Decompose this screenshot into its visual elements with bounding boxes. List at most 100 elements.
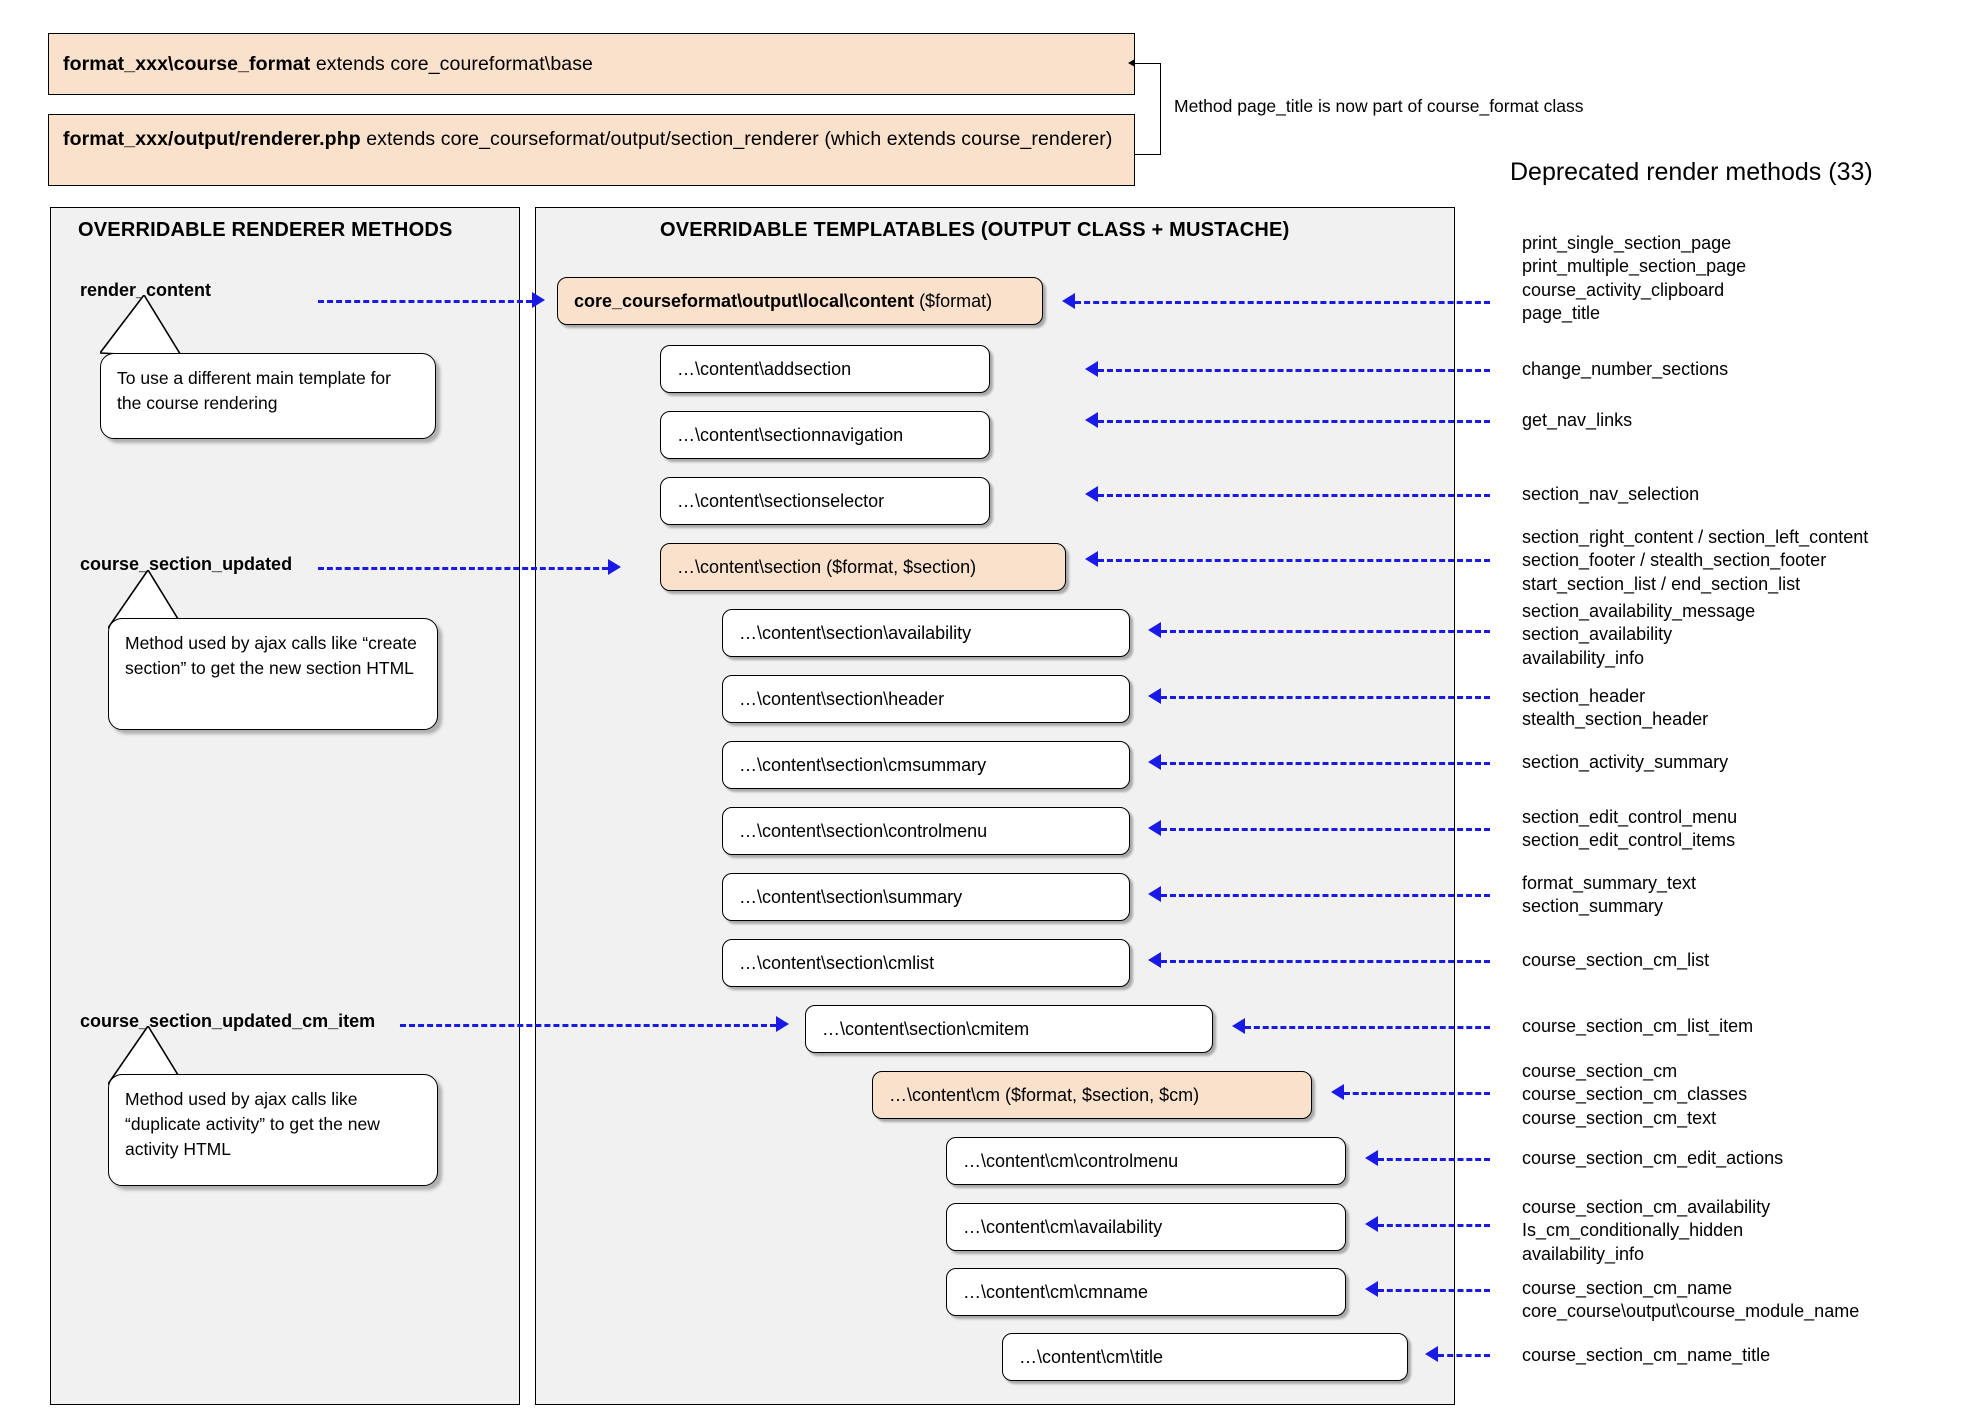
tbox-section-header-label: …\content\section\header [739, 688, 945, 709]
dep-line: Is_cm_conditionally_hidden [1522, 1220, 1744, 1241]
arrow-line-dep-6 [1161, 696, 1490, 699]
arrow-line-dep-3 [1098, 494, 1490, 497]
dep-line: course_section_cm_list [1522, 950, 1710, 970]
dep-line: section_footer / stealth_section_footer [1522, 550, 1827, 571]
tbox-cm-title-label: …\content\cm\title [1019, 1346, 1164, 1367]
arrow-head-dep-16 [1425, 1346, 1438, 1362]
arrow-line-dep-8 [1161, 828, 1490, 831]
tbox-section-header[interactable]: …\content\section\header [722, 675, 1130, 723]
method-label-render-content: render_content [80, 280, 212, 300]
dep-group-0: print_single_section_page print_multiple… [1522, 232, 1746, 326]
class-format-rest: extends core_coureformat\base [310, 52, 593, 75]
dep-group-8: section_edit_control_menu section_edit_c… [1522, 806, 1737, 853]
arrow-line-dep-16 [1438, 1354, 1490, 1357]
tbox-cm-title[interactable]: …\content\cm\title [1002, 1333, 1408, 1381]
callout-render-content: To use a different main template for the… [100, 353, 436, 439]
tbox-section-summary[interactable]: …\content\section\summary [722, 873, 1130, 921]
tbox-section-controlmenu-label: …\content\section\controlmenu [739, 820, 988, 841]
dep-line: page_title [1522, 303, 1601, 324]
tbox-cm-cmname[interactable]: …\content\cm\cmname [946, 1268, 1346, 1316]
arrow-head-dep-8 [1148, 820, 1161, 836]
tbox-cm-cmname-label: …\content\cm\cmname [963, 1281, 1149, 1302]
tbox-section-controlmenu[interactable]: …\content\section\controlmenu [722, 807, 1130, 855]
arrow-head-dep-10 [1148, 952, 1161, 968]
tbox-addsection[interactable]: …\content\addsection [660, 345, 990, 393]
dep-group-10: course_section_cm_list [1522, 949, 1709, 972]
bracket-note: Method page_title is now part of course_… [1174, 96, 1584, 116]
arrow-line-dep-13 [1378, 1158, 1490, 1161]
tbox-sectionselector[interactable]: …\content\sectionselector [660, 477, 990, 525]
tbox-section[interactable]: …\content\section ($format, $section) [660, 543, 1066, 591]
dep-group-4: section_right_content / section_left_con… [1522, 526, 1868, 596]
arrow-head-dep-3 [1085, 486, 1098, 502]
arrow-line-dep-0 [1075, 301, 1490, 304]
tbox-section-cmitem-label: …\content\section\cmitem [822, 1018, 1030, 1039]
dep-group-9: format_summary_text section_summary [1522, 872, 1696, 919]
arrow-line-dep-7 [1161, 762, 1490, 765]
tbox-section-cmlist[interactable]: …\content\section\cmlist [722, 939, 1130, 987]
dep-line: availability_info [1522, 647, 1645, 668]
tbox-sectionnavigation[interactable]: …\content\sectionnavigation [660, 411, 990, 459]
tbox-cm-controlmenu-label: …\content\cm\controlmenu [963, 1150, 1179, 1171]
arrow-line-dep-10 [1161, 960, 1490, 963]
dep-line: section_activity_summary [1522, 752, 1729, 772]
arrow-head-dep-7 [1148, 754, 1161, 770]
arrow-head-dep-4 [1085, 551, 1098, 567]
tbox-sectionselector-label: …\content\sectionselector [677, 490, 885, 511]
arrow-head-course-section-updated-cm-item [776, 1016, 789, 1032]
tbox-section-cmitem[interactable]: …\content\section\cmitem [805, 1005, 1213, 1053]
dep-group-16: course_section_cm_name_title [1522, 1344, 1770, 1367]
tbox-section-availability-label: …\content\section\availability [739, 622, 972, 643]
dep-line: section_right_content / section_left_con… [1522, 527, 1869, 547]
tbox-cm-availability[interactable]: …\content\cm\availability [946, 1203, 1346, 1251]
dep-group-2: get_nav_links [1522, 409, 1632, 432]
arrow-line-dep-11 [1245, 1026, 1490, 1029]
class-renderer-rest: extends core_courseformat/output/section… [360, 128, 1113, 150]
dep-line: course_section_cm [1522, 1061, 1678, 1081]
tbox-section-availability[interactable]: …\content\section\availability [722, 609, 1130, 657]
dep-group-7: section_activity_summary [1522, 751, 1728, 774]
dep-line: format_summary_text [1522, 873, 1697, 893]
arrow-line-dep-12 [1344, 1092, 1490, 1095]
arrow-head-dep-5 [1148, 622, 1161, 638]
arrow-head-render-content [532, 292, 545, 308]
tbox-section-cmsummary[interactable]: …\content\section\cmsummary [722, 741, 1130, 789]
arrow-head-dep-1 [1085, 361, 1098, 377]
dep-line: course_section_cm_name [1522, 1278, 1733, 1298]
arrow-line-dep-14 [1378, 1224, 1490, 1227]
tbox-content-bold: core_courseformat\output\local\content [574, 290, 915, 311]
arrow-head-dep-11 [1232, 1018, 1245, 1034]
arrow-line-course-section-updated [318, 567, 608, 570]
tbox-cm-availability-label: …\content\cm\availability [963, 1216, 1163, 1237]
arrow-line-dep-4 [1098, 559, 1490, 562]
tbox-cm[interactable]: …\content\cm ($format, $section, $cm) [872, 1071, 1312, 1119]
class-format-box: format_xxx\course_format extends core_co… [48, 33, 1135, 95]
middle-panel-title: OVERRIDABLE TEMPLATABLES (OUTPUT CLASS +… [660, 219, 1290, 241]
arrow-line-dep-9 [1161, 894, 1490, 897]
dep-line: availability_info [1522, 1243, 1645, 1264]
dep-group-14: course_section_cm_availability Is_cm_con… [1522, 1196, 1770, 1266]
dep-group-15: course_section_cm_name core_course\outpu… [1522, 1277, 1859, 1324]
dep-line: course_section_cm_name_title [1522, 1345, 1771, 1365]
arrow-head-dep-0 [1062, 293, 1075, 309]
arrow-head-course-section-updated [608, 559, 621, 575]
arrow-head-dep-9 [1148, 886, 1161, 902]
dep-line: section_header [1522, 686, 1646, 706]
tbox-cm-controlmenu[interactable]: …\content\cm\controlmenu [946, 1137, 1346, 1185]
arrow-head-dep-6 [1148, 688, 1161, 704]
dep-line: course_section_cm_list_item [1522, 1016, 1754, 1036]
dep-line: course_section_cm_edit_actions [1522, 1148, 1784, 1168]
arrow-head-dep-14 [1365, 1216, 1378, 1232]
tbox-section-cmsummary-label: …\content\section\cmsummary [739, 754, 987, 775]
arrow-head-dep-13 [1365, 1150, 1378, 1166]
dep-group-3: section_nav_selection [1522, 483, 1699, 506]
arrow-head-dep-2 [1085, 412, 1098, 428]
dep-group-1: change_number_sections [1522, 358, 1728, 381]
arrow-line-course-section-updated-cm-item [400, 1024, 776, 1027]
bracket-connector [1135, 63, 1161, 155]
tbox-section-label: …\content\section ($format, $section) [677, 556, 977, 577]
method-label-course-section-updated: course_section_updated [80, 554, 293, 574]
tbox-content[interactable]: core_courseformat\output\local\content (… [557, 277, 1043, 325]
deprecated-title: Deprecated render methods (33) [1510, 158, 1873, 186]
